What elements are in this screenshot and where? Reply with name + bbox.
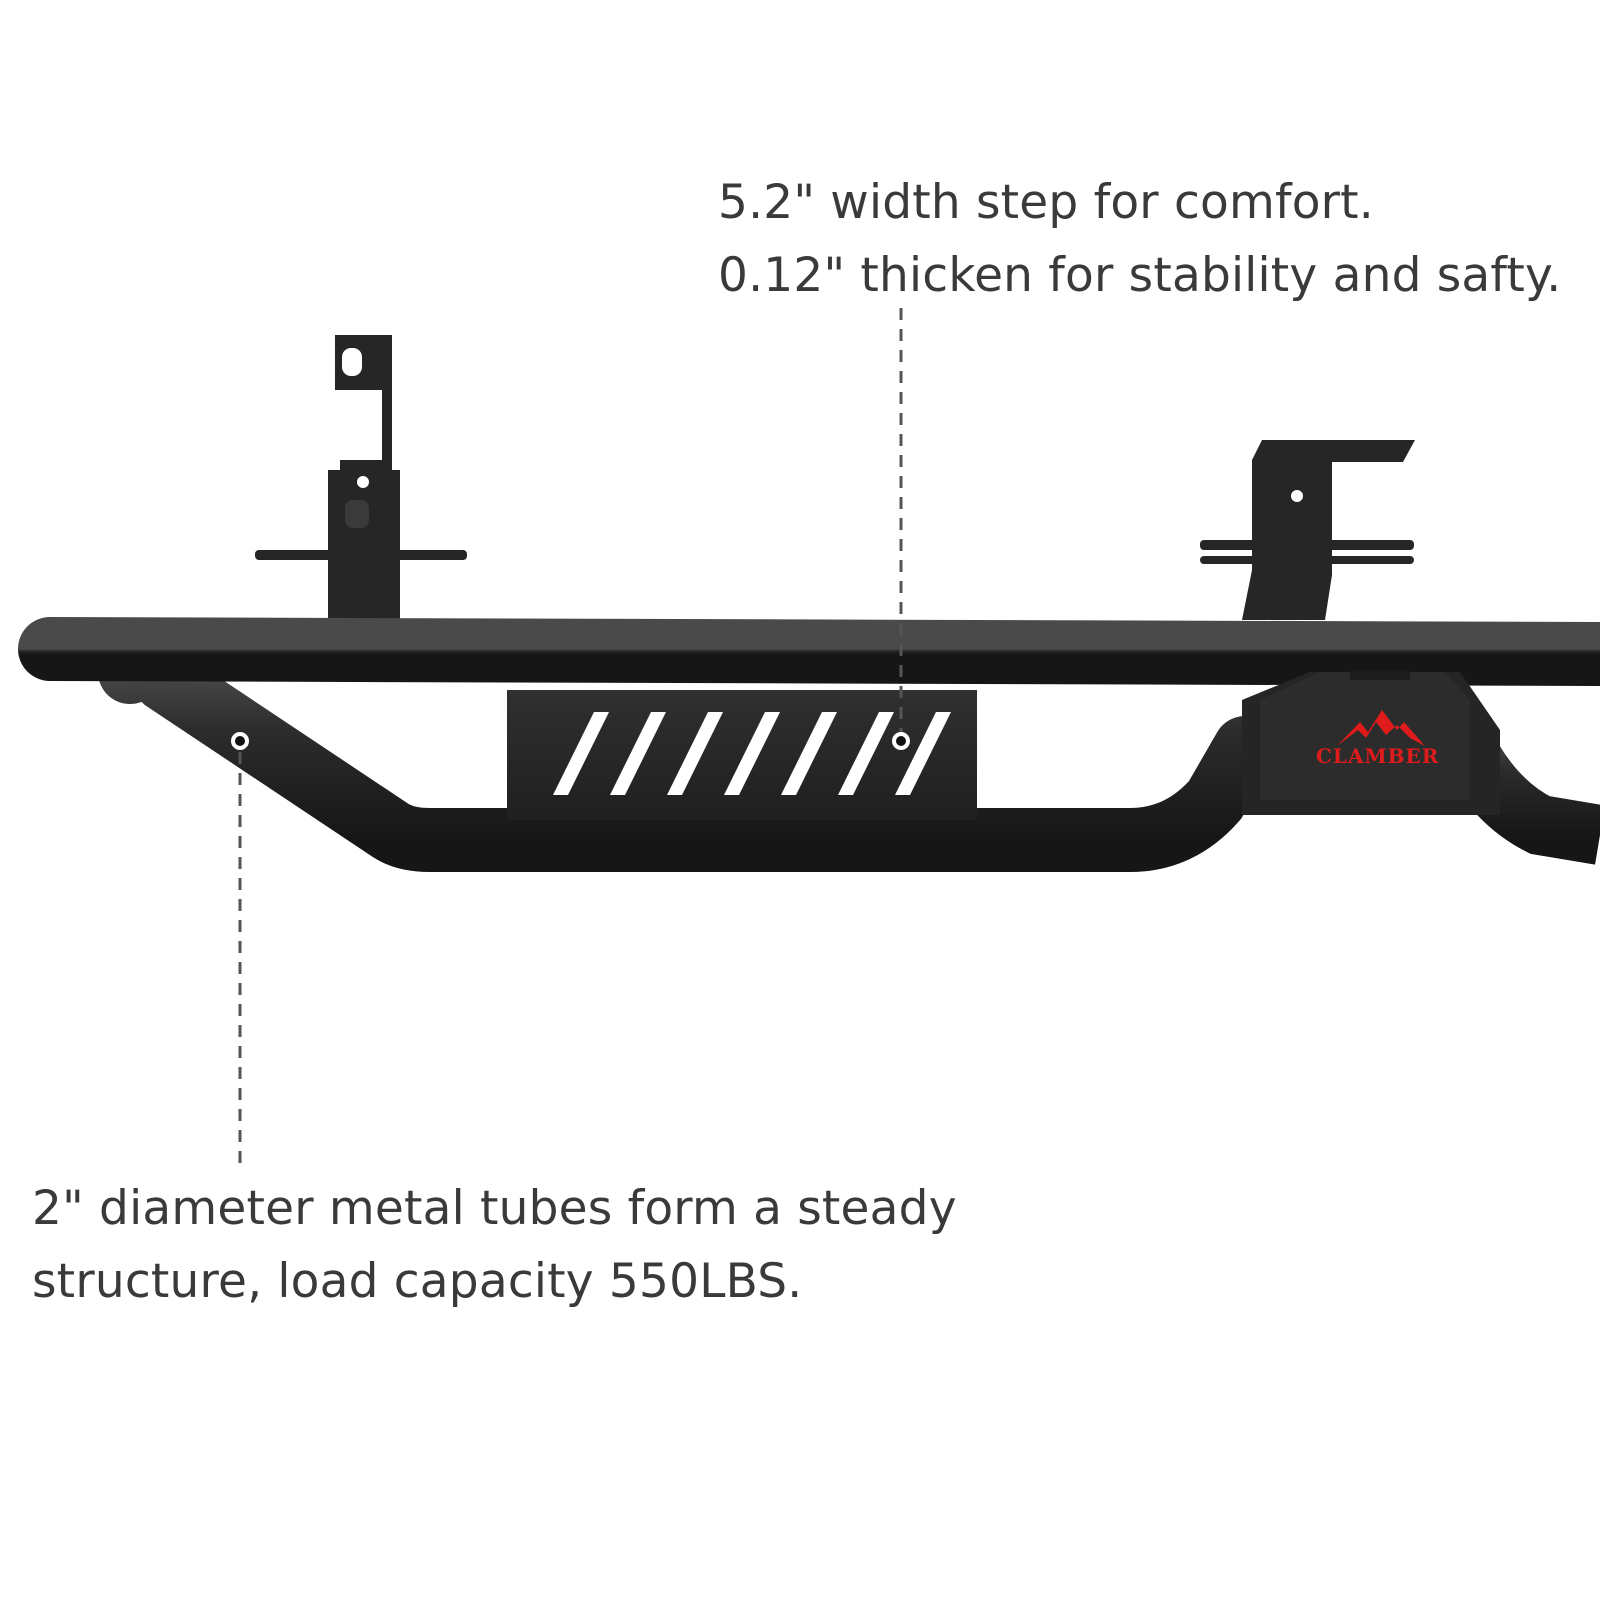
logo-wordmark: CLAMBER — [1316, 744, 1440, 768]
bracket-bolt-hole — [1291, 490, 1303, 502]
clamber-logo — [1337, 710, 1425, 746]
tubes-callout: 2" diameter metal tubes form a steady st… — [32, 1172, 957, 1318]
left-mounting-bracket — [255, 335, 467, 620]
step-plate — [507, 690, 977, 830]
tubes-callout-line-1: 2" diameter metal tubes form a steady — [32, 1181, 957, 1236]
step-callout-line-2: 0.12" thicken for stability and safty. — [718, 248, 1562, 303]
step-callout: 5.2" width step for comfort. 0.12" thick… — [718, 166, 1561, 312]
right-mounting-bracket — [1200, 440, 1415, 620]
bracket-slot-hole — [342, 348, 362, 376]
tubes-callout-line-2: structure, load capacity 550LBS. — [32, 1254, 803, 1309]
upper-main-tube — [18, 617, 1600, 686]
step-plate-slots — [553, 712, 951, 795]
logo-mountain-icon — [1337, 710, 1425, 746]
bracket-bolt-hole — [357, 476, 369, 488]
step-callout-line-1: 5.2" width step for comfort. — [718, 175, 1374, 230]
tubes-leader — [231, 732, 249, 1172]
logo-plate — [1242, 670, 1500, 815]
step-leader — [892, 308, 910, 750]
